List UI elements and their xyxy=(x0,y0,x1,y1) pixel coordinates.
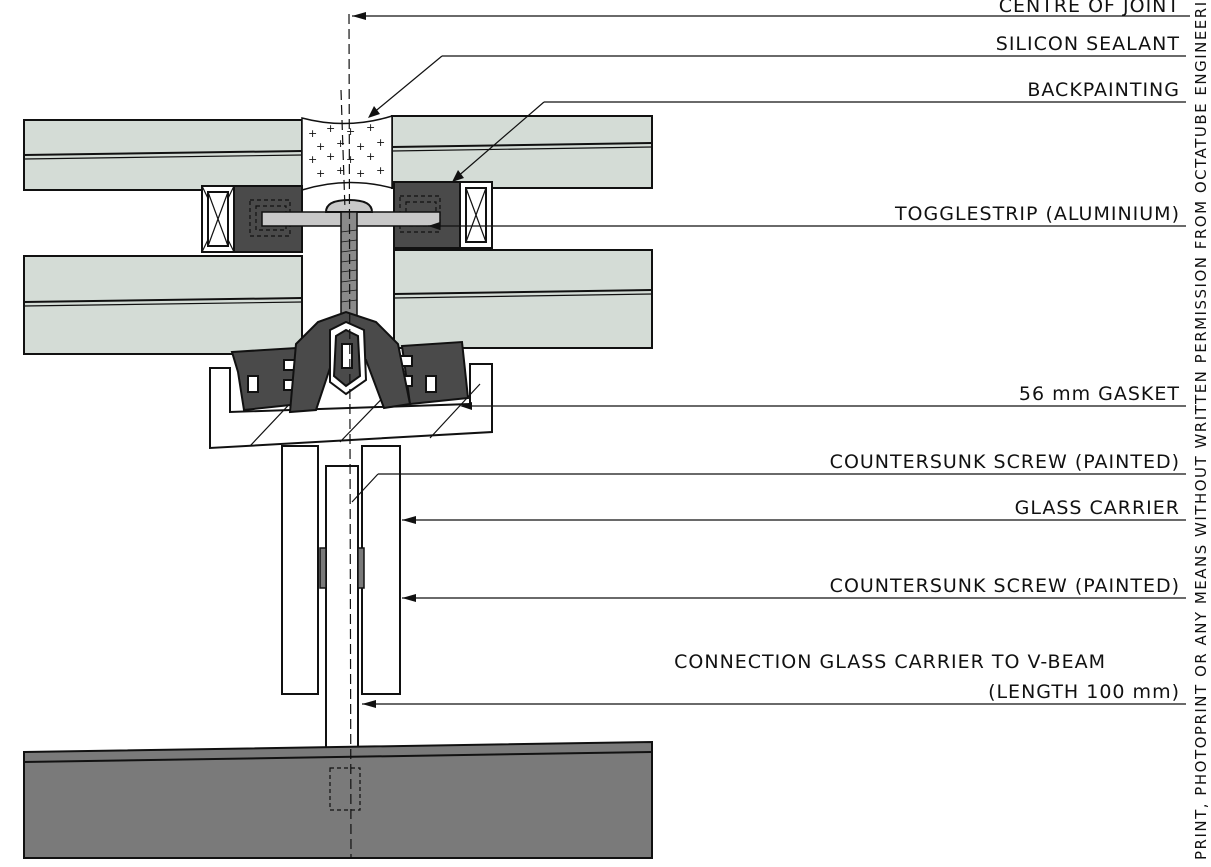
label-centre-of-joint: CENTRE OF JOINT xyxy=(999,0,1180,17)
copyright-notice: PRINT, PHOTOPRINT OR ANY MEANS WITHOUT W… xyxy=(1192,0,1210,860)
label-silicon-sealant: SILICON SEALANT xyxy=(996,33,1180,55)
spacer-right xyxy=(459,181,493,249)
glass-carrier xyxy=(281,445,401,767)
leader-lines xyxy=(351,12,1190,708)
silicon-sealant-joint: ++++ ++++ ++++ ++++ xyxy=(301,114,393,192)
centre-axis-line xyxy=(348,13,352,859)
label-gasket: 56 mm GASKET xyxy=(1019,383,1180,405)
v-beam xyxy=(23,740,653,859)
spacer-left xyxy=(201,185,235,253)
svg-text:+: + xyxy=(376,136,385,149)
label-connection-line1: CONNECTION GLASS CARRIER TO V-BEAM xyxy=(674,651,1106,673)
upper-glass-left xyxy=(23,119,303,191)
label-countersunk-screw-2: COUNTERSUNK SCREW (PAINTED) xyxy=(830,575,1180,597)
label-countersunk-screw-1: COUNTERSUNK SCREW (PAINTED) xyxy=(830,451,1180,473)
upper-glass-right xyxy=(391,115,653,189)
svg-text:+: + xyxy=(356,167,365,180)
label-glass-carrier: GLASS CARRIER xyxy=(1015,497,1180,519)
svg-text:+: + xyxy=(356,140,365,153)
label-connection-line2: (LENGTH 100 mm) xyxy=(988,681,1180,703)
svg-text:+: + xyxy=(316,167,325,180)
lower-glass-right xyxy=(393,249,653,349)
svg-text:+: + xyxy=(308,127,317,140)
svg-text:+: + xyxy=(336,137,345,150)
svg-text:+: + xyxy=(346,125,355,138)
svg-text:+: + xyxy=(366,121,375,134)
svg-text:+: + xyxy=(376,164,385,177)
label-togglestrip: TOGGLESTRIP (ALUMINIUM) xyxy=(894,203,1180,225)
lower-glass-left xyxy=(23,255,303,355)
svg-text:+: + xyxy=(326,150,335,163)
svg-text:+: + xyxy=(308,153,317,166)
svg-text:+: + xyxy=(326,122,335,135)
svg-text:+: + xyxy=(316,140,325,153)
annotation-labels: CENTRE OF JOINT SILICON SEALANT BACKPAIN… xyxy=(674,0,1180,703)
svg-text:+: + xyxy=(336,164,345,177)
svg-text:+: + xyxy=(366,150,375,163)
gasket-assembly xyxy=(209,310,493,450)
label-backpainting: BACKPAINTING xyxy=(1027,79,1180,101)
svg-text:+: + xyxy=(346,153,355,166)
